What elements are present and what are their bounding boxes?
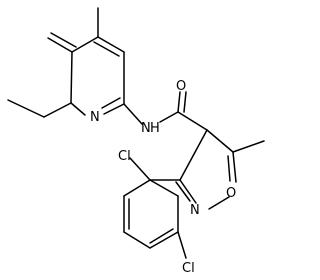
chlorine-upper-label: Cl <box>118 149 131 164</box>
chemical-structure-diagram: N N H O N O Cl Cl <box>7 7 265 276</box>
pyridine-ring <box>7 7 125 118</box>
amide-linkage <box>123 91 208 131</box>
amide-nitrogen-label: N <box>141 121 151 136</box>
carbonyl-oxygen-label: O <box>176 79 186 94</box>
pyridine-nitrogen-label: N <box>90 110 100 125</box>
chlorine-lower-label: Cl <box>182 261 195 276</box>
isoxazole-nitrogen-label: N <box>190 203 200 218</box>
isoxazole-oxygen-label: O <box>226 186 236 201</box>
isoxazole-ring <box>175 129 265 210</box>
dichlorophenyl-ring <box>123 157 187 259</box>
atom-labels: N N H O N O Cl Cl <box>90 79 236 276</box>
amide-hydrogen-label: H <box>150 121 160 136</box>
